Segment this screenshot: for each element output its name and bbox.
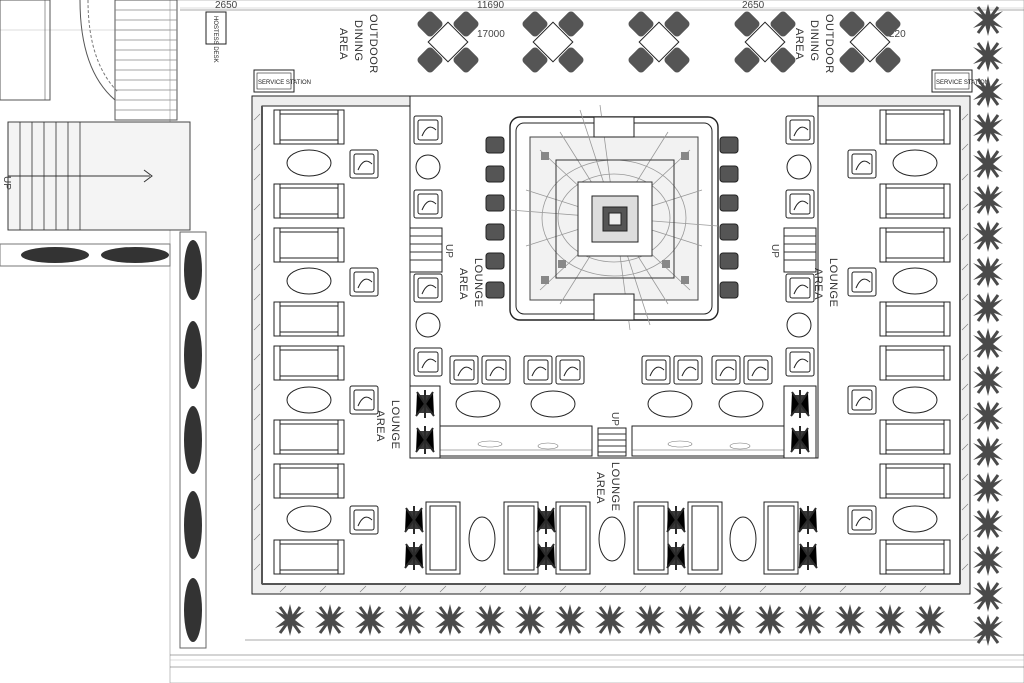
lounge-left-l1: LOUNGE [389, 400, 401, 449]
outdoor-dining-tables [415, 9, 903, 75]
dimension-center-second: 17000 [477, 29, 505, 40]
stair-bottom-up-label: UP [609, 412, 620, 426]
dimension-right-edge: 220 [889, 29, 906, 40]
outdoor-dining-left-l2: DINING [352, 20, 364, 62]
stair-left-up-label: UP [1, 176, 12, 190]
inner-lounge-wall [409, 95, 819, 459]
right-lounge-seating [847, 109, 951, 575]
central-bar [509, 104, 719, 331]
palm-trees-bottom [273, 602, 947, 638]
stair-center-right: UP [769, 227, 817, 273]
adjacent-building [0, 0, 178, 121]
outdoor-dining-left-l3: AREA [337, 28, 349, 60]
svg-text:SERVICE STATION: SERVICE STATION [258, 80, 311, 86]
outdoor-dining-right-l3: AREA [793, 28, 805, 60]
dimension-left: 2650 [215, 0, 238, 11]
hostess-desk: HOSTESS DESK [205, 11, 227, 63]
lounge-center-left-l1: LOUNGE [472, 258, 484, 307]
inner-bottom-seating [449, 355, 773, 418]
lounge-center-left-l2: AREA [457, 268, 469, 300]
stair-center-left-up-label: UP [443, 244, 454, 258]
dimension-center: 11690 [477, 0, 505, 11]
stair-center-left: UP [409, 227, 454, 273]
outdoor-dining-right-l1: OUTDOOR [823, 14, 835, 74]
bottom-lounge-seating [404, 501, 818, 575]
svg-text:SERVICE STATION: SERVICE STATION [936, 80, 989, 86]
inner-right-seating [785, 115, 815, 377]
outdoor-dining-left-l1: OUTDOOR [367, 14, 379, 74]
inner-left-seating [413, 115, 443, 377]
stair-center-right-up-label: UP [769, 244, 780, 258]
shrubs-left [0, 231, 207, 649]
lounge-center-right-l2: AREA [812, 268, 824, 300]
service-station-right: SERVICE STATION [931, 69, 989, 93]
left-lounge-seating [273, 109, 379, 575]
stair-bottom: UP [597, 412, 627, 457]
lounge-left-l2: AREA [374, 410, 386, 442]
inner-planters [409, 385, 817, 459]
lounge-center-right-l1: LOUNGE [827, 258, 839, 307]
dimension-right: 2650 [742, 0, 765, 11]
outdoor-dining-right-l2: DINING [808, 20, 820, 62]
lounge-bottom-l2: AREA [594, 472, 606, 504]
palm-trees-right [971, 2, 1005, 648]
service-station-left: SERVICE STATION [253, 69, 311, 93]
svg-text:HOSTESS DESK: HOSTESS DESK [212, 16, 218, 63]
lounge-bottom-l1: LOUNGE [609, 462, 621, 511]
stair-left: UP [1, 121, 191, 231]
